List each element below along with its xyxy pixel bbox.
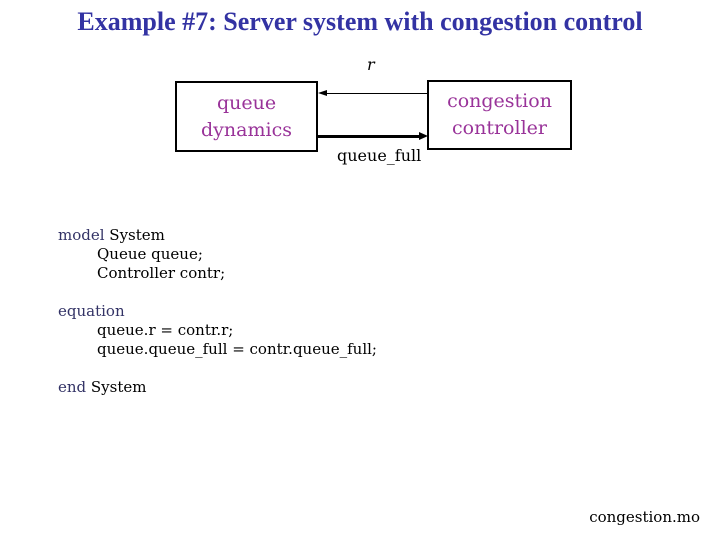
queue-full-arrow-label: queue_full <box>337 146 422 165</box>
congestion-controller-label-line2: controller <box>452 117 547 139</box>
code-line-end: end System <box>58 378 377 397</box>
code-line-model: model System <box>58 226 377 245</box>
filename-label: congestion.mo <box>589 508 700 526</box>
code-text: System <box>86 378 147 396</box>
slide-title: Example #7: Server system with congestio… <box>77 7 643 36</box>
queue-full-arrow-line <box>318 135 420 138</box>
queue-dynamics-box: queue dynamics <box>175 81 318 152</box>
keyword-equation: equation <box>58 302 125 320</box>
code-text: Controller contr; <box>97 264 226 282</box>
r-arrow-label: r <box>367 55 375 74</box>
code-listing: model System Queue queue; Controller con… <box>58 226 377 397</box>
code-text: System <box>104 226 165 244</box>
code-line-eq-r: queue.r = contr.r; <box>58 321 377 340</box>
queue-full-arrowhead-icon <box>419 132 428 140</box>
congestion-controller-box: congestion controller <box>427 80 572 150</box>
block-diagram: queue dynamics congestion controller r q… <box>0 0 720 200</box>
keyword-end: end <box>58 378 87 396</box>
r-arrow-line <box>326 93 427 94</box>
keyword-model: model <box>58 226 105 244</box>
code-line-queue-decl: Queue queue; <box>58 245 377 264</box>
congestion-controller-label-line1: congestion <box>447 90 552 113</box>
queue-dynamics-label: queue dynamics <box>201 91 292 141</box>
code-line-eq-queue-full: queue.queue_full = contr.queue_full; <box>58 340 377 359</box>
code-line-controller-decl: Controller contr; <box>58 264 377 283</box>
code-text: Queue queue; <box>97 245 203 263</box>
r-arrowhead-icon <box>318 90 327 96</box>
code-line-equation: equation <box>58 302 377 321</box>
code-text: queue.queue_full = contr.queue_full; <box>97 340 377 358</box>
code-text: queue.r = contr.r; <box>97 321 234 339</box>
